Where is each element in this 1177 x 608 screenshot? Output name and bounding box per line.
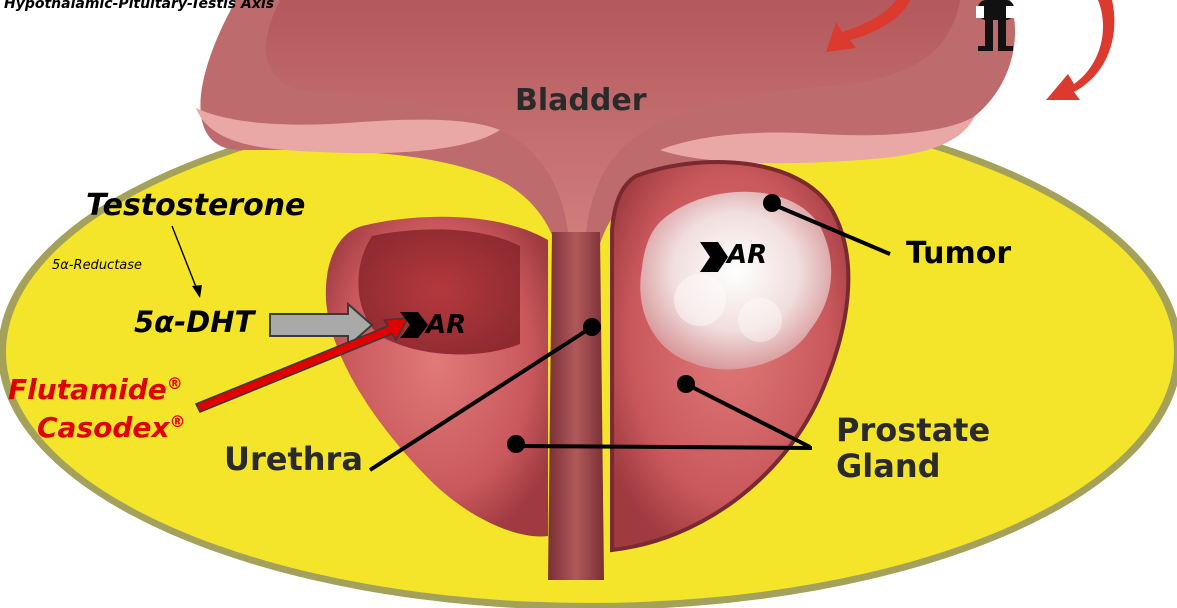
prostate-label-line2: Gland bbox=[836, 448, 990, 484]
registered-mark: ® bbox=[169, 412, 185, 431]
urethra-label: Urethra bbox=[224, 443, 363, 475]
tumor-nodule bbox=[738, 298, 782, 342]
androgen-receptor-label: AR bbox=[426, 312, 466, 338]
tumor-nodule bbox=[674, 274, 726, 326]
drug-label-casodex: Casodex® bbox=[37, 414, 185, 442]
curved-arrow-icon-right bbox=[1046, 0, 1114, 100]
prostate-label-line1: Prostate bbox=[836, 412, 990, 448]
tumor-androgen-receptor-label: AR bbox=[727, 242, 767, 268]
drug-name: Flutamide bbox=[8, 373, 167, 406]
diagram-title: Hypothalamic-Pituitary-Testis Axis bbox=[4, 0, 274, 11]
prostate-pointer-line-lower bbox=[516, 446, 812, 448]
urethra-pointer-dot bbox=[583, 318, 601, 336]
prostate-pointer-dot-lower bbox=[507, 435, 525, 453]
registered-mark: ® bbox=[167, 374, 183, 393]
dht-label: 5α-DHT bbox=[134, 308, 254, 337]
drug-name: Casodex bbox=[37, 411, 169, 444]
reductase-label: 5α-Reductase bbox=[52, 259, 142, 272]
prostate-pointer-dot-upper bbox=[677, 375, 695, 393]
drug-label-flutamide: Flutamide® bbox=[8, 376, 183, 404]
urethra-channel bbox=[548, 232, 604, 580]
testosterone-label: Testosterone bbox=[86, 191, 305, 221]
bladder-label: Bladder bbox=[515, 86, 646, 116]
prostate-gland-label: Prostate Gland bbox=[836, 412, 990, 484]
tumor-pointer-dot bbox=[763, 194, 781, 212]
tumor-label: Tumor bbox=[906, 239, 1011, 269]
